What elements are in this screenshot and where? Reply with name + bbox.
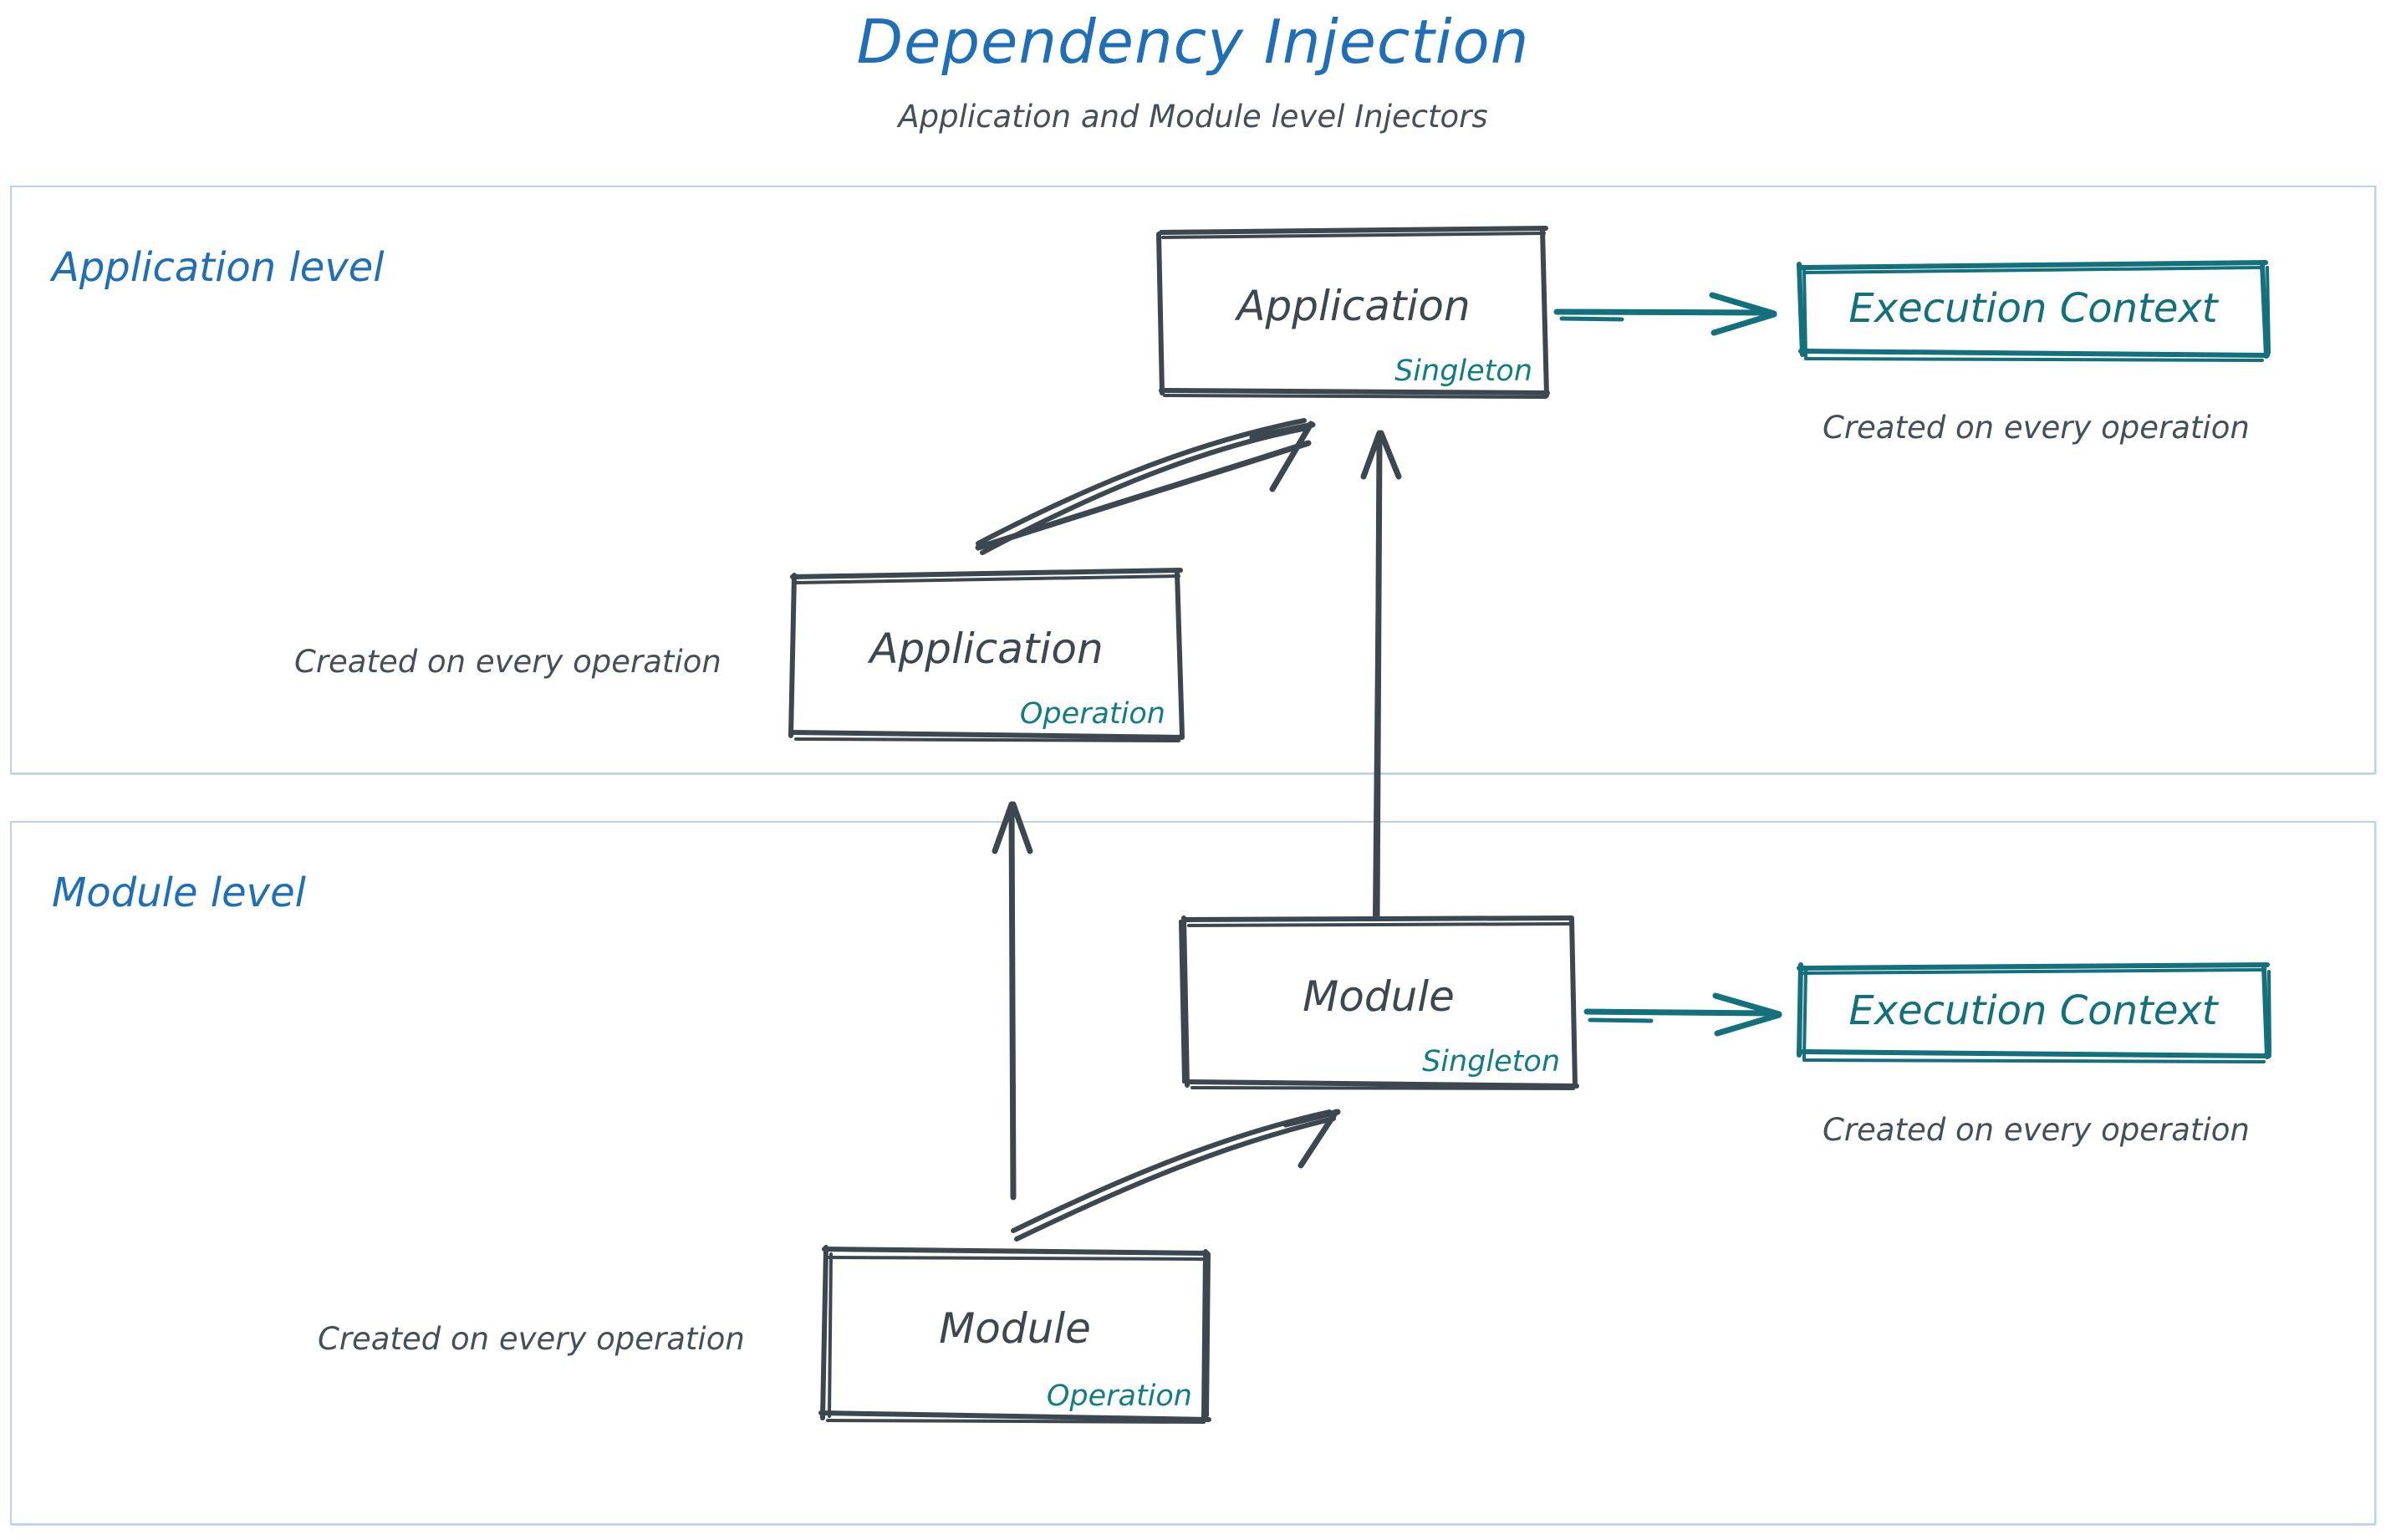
sketch-border (1156, 226, 1550, 399)
page-title: Dependency Injection (856, 7, 1530, 77)
node-execution-context-application[interactable]: Execution Context (1796, 260, 2271, 362)
sketch-border (1179, 915, 1579, 1090)
note-module-operation: Created on every operation (318, 1321, 745, 1357)
node-execution-context-module[interactable]: Execution Context (1796, 962, 2271, 1063)
node-label: Application (1236, 282, 1471, 331)
sketch-border (788, 568, 1185, 742)
node-module-operation[interactable]: Module Operation (818, 1245, 1211, 1424)
node-application-operation[interactable]: Application Operation (788, 568, 1185, 742)
sketch-border (1797, 260, 2271, 362)
note-execution-context-application: Created on every operation (1823, 410, 2250, 446)
node-label: Execution Context (1848, 987, 2218, 1035)
node-label: Application (869, 625, 1104, 674)
sketch-border (818, 1245, 1211, 1424)
node-scope-label: Singleton (1422, 1045, 1560, 1079)
note-application-operation: Created on every operation (294, 644, 721, 680)
node-application-singleton[interactable]: Application Singleton (1156, 226, 1551, 399)
application-level-label: Application level (52, 244, 385, 291)
node-label: Module (939, 1304, 1091, 1354)
application-level-container (10, 186, 2376, 774)
module-level-container (10, 821, 2376, 1525)
module-level-label: Module level (52, 869, 306, 916)
node-label: Execution Context (1848, 285, 2218, 333)
node-label: Module (1303, 972, 1455, 1022)
node-scope-label: Singleton (1394, 354, 1532, 388)
node-scope-label: Operation (1046, 1379, 1192, 1413)
sketch-border (1797, 962, 2271, 1063)
node-module-singleton[interactable]: Module Singleton (1179, 915, 1579, 1090)
note-execution-context-module: Created on every operation (1823, 1112, 2250, 1148)
node-scope-label: Operation (1019, 697, 1165, 731)
page-subtitle: Application and Module level Injectors (898, 99, 1488, 135)
